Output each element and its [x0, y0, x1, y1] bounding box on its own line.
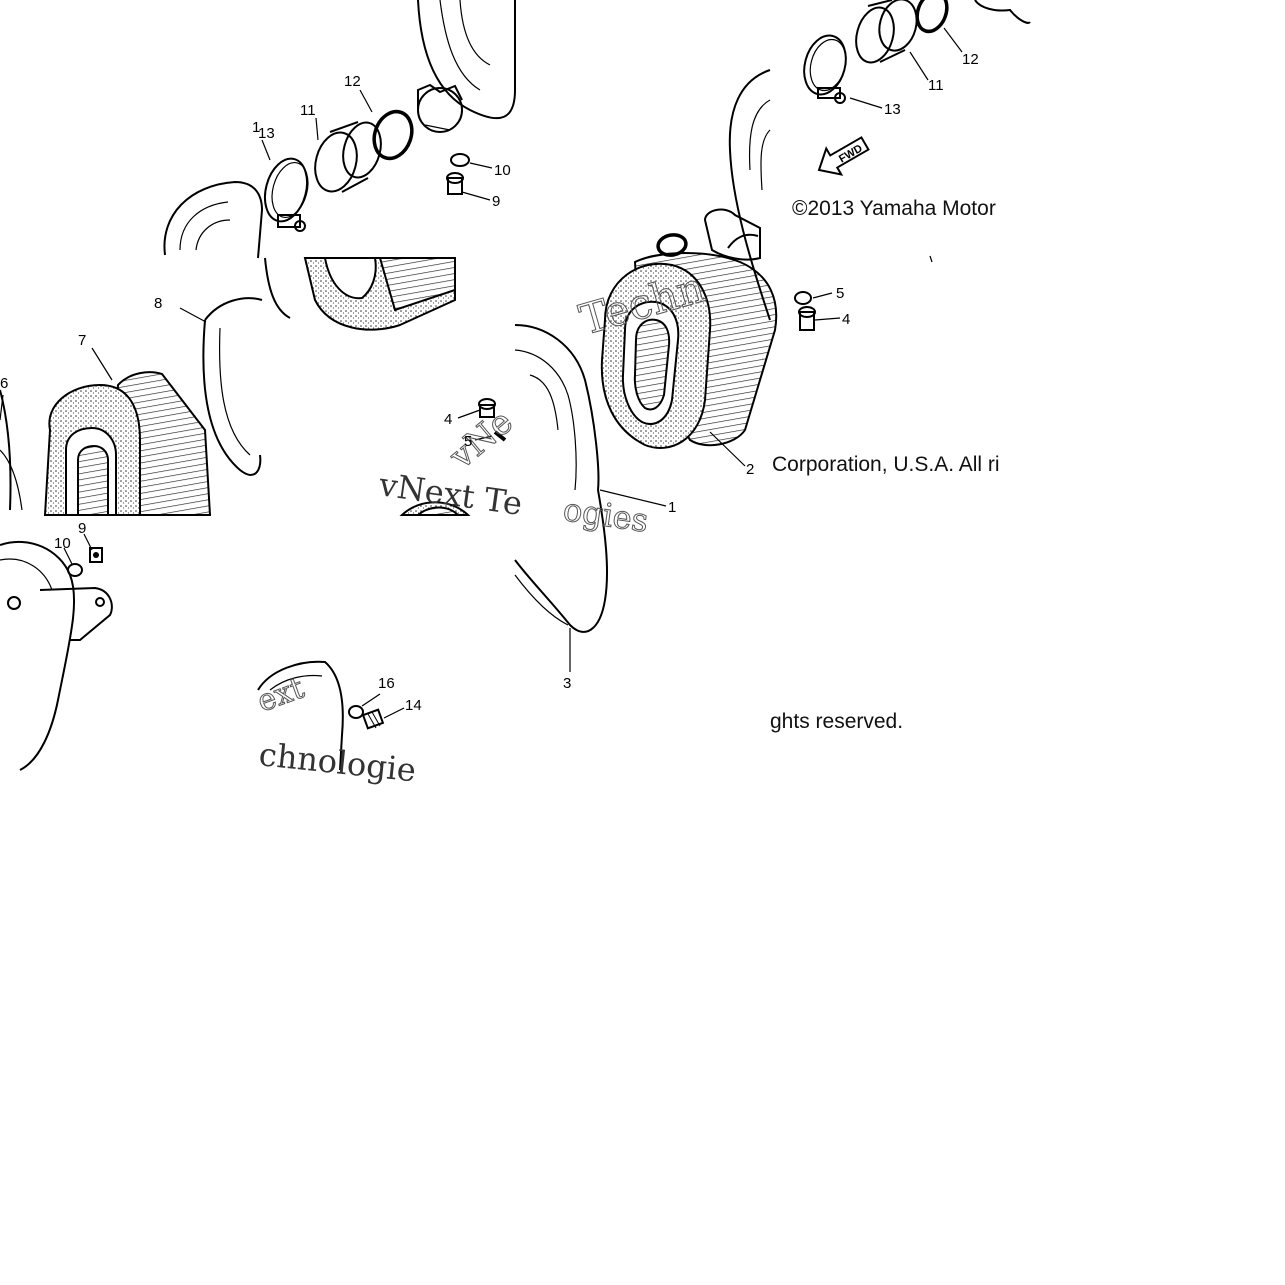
o-ring-12 [372, 109, 414, 161]
callout-12-right: 12 [962, 51, 979, 68]
callout-7: 7 [78, 332, 86, 349]
washer-10-lower [67, 563, 83, 577]
callout-14: 14 [405, 697, 422, 714]
center-tile [457, 398, 507, 442]
callout-13: 13 [258, 125, 275, 142]
callout-10: 10 [494, 162, 511, 179]
cover-housing [0, 540, 76, 771]
watermark-text-6: vNe [441, 402, 520, 478]
bolt-14 [361, 708, 385, 730]
callout-2: 2 [746, 461, 754, 478]
washer-5-right [794, 291, 812, 305]
intake-joint-11 [314, 121, 382, 193]
copyright-line-1: ©2013 Yamaha Motor [792, 197, 996, 220]
bolt-9 [446, 172, 464, 195]
watermark-text-3: chnologie [257, 735, 418, 789]
bottom-middle-tile [257, 660, 405, 771]
hose-clamp-13 [263, 157, 309, 232]
callout-10-lower: 10 [54, 535, 71, 552]
callout-5-right: 5 [836, 285, 844, 302]
callout-16: 16 [378, 675, 395, 692]
callout-12: 12 [344, 73, 361, 90]
airbox-cover-1 [514, 324, 600, 491]
airbox-cover-3 [514, 489, 609, 633]
callout-1: 1 [252, 119, 260, 136]
copyright-line-2: Corporation, U.S.A. All ri [772, 453, 1000, 476]
intake-joint-11-right [855, 0, 918, 64]
bolt-9-lower [89, 547, 103, 563]
cover-bowl [163, 180, 264, 259]
callout-8: 8 [154, 295, 162, 312]
watermark-text-4: ext [253, 671, 309, 720]
callout-1-right: 1 [668, 499, 676, 516]
washer-10 [450, 153, 470, 167]
callout-11: 11 [300, 102, 316, 119]
callout-4-right: 4 [842, 311, 850, 328]
callout-11-right: 11 [928, 77, 944, 94]
intake-collar [417, 83, 463, 133]
callout-6: 6 [0, 375, 8, 392]
callout-5-center: 5 [464, 433, 472, 450]
air-filter-element-7 [43, 371, 212, 516]
middle-left-tile [0, 257, 456, 516]
copyright-line-3: ghts reserved. [770, 710, 903, 733]
washer-16 [348, 705, 364, 719]
forward-direction-arrow: FWD [817, 136, 870, 176]
bolt-4-right [798, 306, 816, 331]
intake-tube-8 [202, 319, 262, 476]
fwd-label: FWD [837, 142, 865, 165]
top-left-tile [163, 0, 516, 259]
lower-cover [257, 660, 344, 771]
top-right-tile: FWD [803, 0, 1031, 176]
callout-9-lower: 9 [78, 520, 86, 537]
bottom-left-tile [0, 533, 113, 771]
watermark-text-2: ogies [561, 490, 651, 540]
air-filter-element-2 [600, 252, 778, 449]
callout-13-right: 13 [884, 101, 901, 118]
callout-9: 9 [492, 193, 500, 210]
airbox-shell-right [728, 69, 771, 321]
hose-clamp-13-right [803, 34, 847, 104]
bolt-4-center [478, 398, 496, 418]
right-tile [514, 69, 778, 672]
callout-3: 3 [563, 675, 571, 692]
airbox-shell-outline [417, 0, 516, 120]
callout-4-center: 4 [444, 411, 452, 428]
